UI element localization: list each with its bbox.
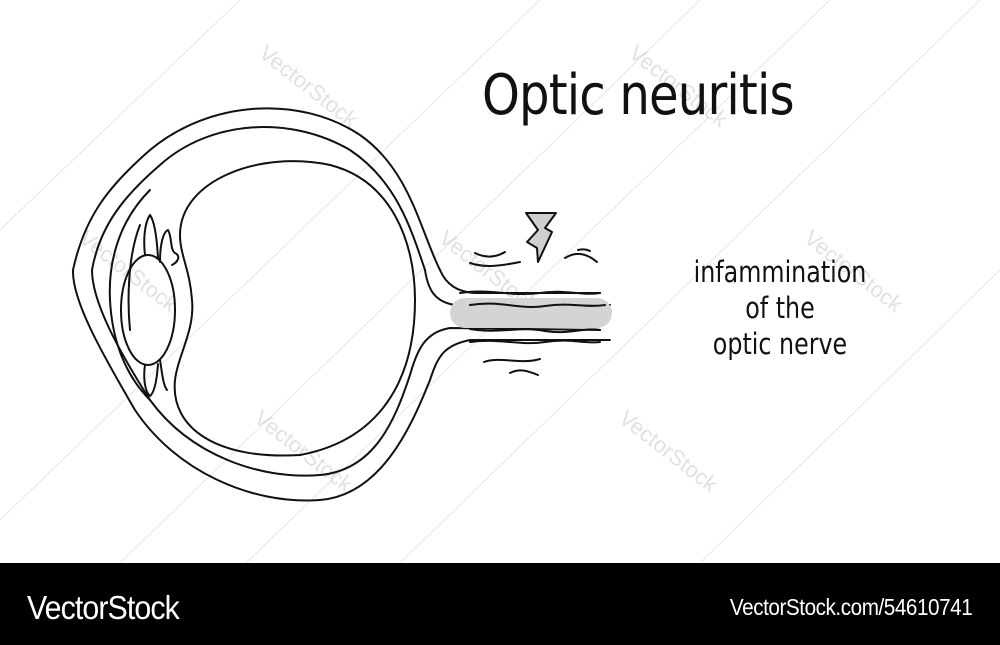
footer-bar: VectorStock VectorStock.com/54610741 bbox=[0, 563, 1000, 645]
caption-line-2: of the bbox=[745, 291, 815, 325]
sclera-outer bbox=[71, 107, 611, 502]
diagram-title: Optic neuritis bbox=[482, 63, 795, 128]
inflammation-wave bbox=[474, 251, 506, 258]
lens bbox=[120, 254, 176, 366]
watermark-lines bbox=[0, 0, 1000, 563]
pain-lightning-icon bbox=[525, 212, 557, 263]
caption-line-1: infammination bbox=[693, 255, 867, 289]
inflammation-band bbox=[450, 298, 612, 328]
diagram-caption: infammination of the optic nerve bbox=[682, 254, 879, 362]
eye-cross-section-diagram bbox=[71, 107, 612, 502]
cornea bbox=[108, 189, 151, 401]
diagram-canvas: VectorStock VectorStock VectorStock Vect… bbox=[0, 0, 1000, 563]
choroid bbox=[91, 126, 601, 477]
caption-line-3: optic nerve bbox=[712, 327, 848, 361]
retina bbox=[173, 160, 416, 457]
stock-id-link: VectorStock.com/54610741 bbox=[729, 594, 973, 620]
iris-lower bbox=[143, 363, 159, 397]
brand-logo: VectorStock bbox=[27, 589, 180, 626]
iris-upper bbox=[143, 214, 159, 259]
nerve-lower-wave bbox=[469, 328, 601, 334]
nerve-upper-wave bbox=[459, 290, 601, 296]
